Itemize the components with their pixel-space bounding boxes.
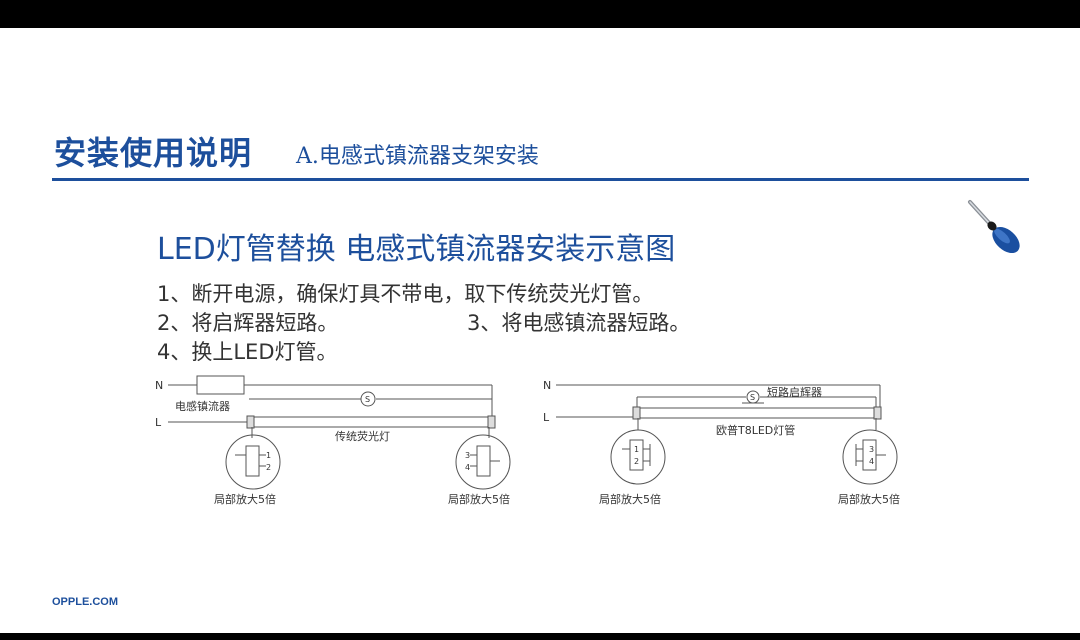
right-tube-label: 欧普T8LED灯管 [716, 423, 795, 437]
step-1: 1、断开电源，确保灯具不带电，取下传统荧光灯管。 [157, 282, 654, 306]
page-subtitle: A.电感式镇流器支架安装 [296, 144, 539, 169]
left-diagram-labels: N L 电感镇流器 S 传统荧光灯 1 2 3 4 局部放大5倍 局部放大5倍 [155, 379, 510, 506]
left-wiring-diagram [168, 375, 511, 490]
page-title: 安装使用说明 [54, 134, 253, 172]
zoom-circle-left-r [610, 429, 666, 485]
left-pin-4: 4 [465, 463, 470, 472]
ballast-box [196, 375, 245, 395]
step-2: 2、将启辉器短路。 [157, 311, 339, 335]
step-4: 4、换上LED灯管。 [157, 340, 338, 364]
right-pin-2: 2 [634, 457, 639, 466]
left-starter-symbol: S [365, 395, 370, 404]
left-zoom-caption-2: 局部放大5倍 [448, 492, 510, 506]
left-pin-3: 3 [465, 451, 470, 460]
right-starter-symbol: S [750, 393, 755, 402]
left-pin-1: 1 [266, 451, 271, 460]
screwdriver-icon [968, 200, 1020, 254]
right-wiring-diagram [556, 384, 898, 485]
right-pin-3: 3 [869, 445, 874, 454]
diagram-heading: LED灯管替换 电感式镇流器安装示意图 [157, 232, 676, 267]
right-zoom-caption-1: 局部放大5倍 [599, 492, 661, 506]
right-starter-label: 短路启辉器 [767, 385, 822, 399]
title-divider [52, 178, 1029, 181]
left-label-l: L [155, 416, 162, 429]
left-label-n: N [155, 379, 163, 392]
step-3: 3、将电感镇流器短路。 [467, 311, 691, 335]
right-pin-4: 4 [869, 457, 874, 466]
right-zoom-caption-2: 局部放大5倍 [838, 492, 900, 506]
right-label-n: N [543, 379, 551, 392]
right-pin-1: 1 [634, 445, 639, 454]
footer-site[interactable]: OPPLE.COM [52, 596, 119, 608]
fluorescent-tube [251, 416, 491, 428]
right-label-l: L [543, 411, 550, 424]
led-tube [637, 407, 877, 419]
starter-circle [360, 391, 376, 407]
left-pin-2: 2 [266, 463, 271, 472]
left-zoom-caption-1: 局部放大5倍 [214, 492, 276, 506]
top-black-bar [0, 0, 1080, 28]
zoom-circle-left [225, 434, 281, 490]
right-diagram-labels: N L S 短路启辉器 欧普T8LED灯管 1 2 3 4 局部放大5倍 局部放… [543, 379, 900, 506]
left-tube-label: 传统荧光灯 [335, 429, 390, 443]
left-ballast-label: 电感镇流器 [175, 399, 230, 413]
zoom-circle-right-r [842, 429, 898, 485]
bottom-black-bar [0, 633, 1080, 640]
zoom-circle-right [455, 434, 511, 490]
